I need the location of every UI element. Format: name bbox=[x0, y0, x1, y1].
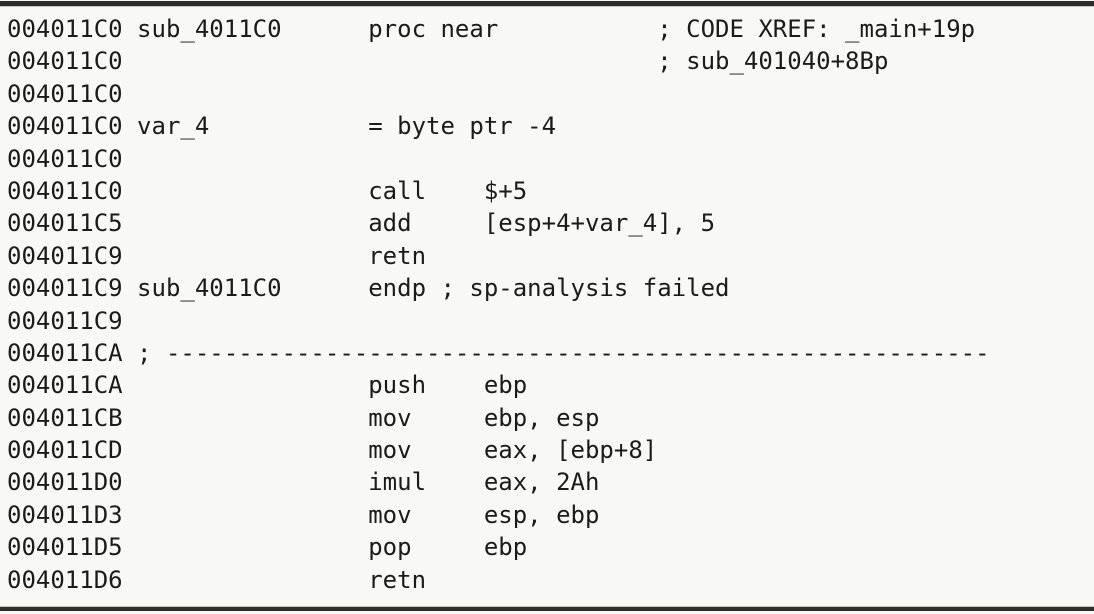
asm-line: 004011C9 bbox=[7, 306, 123, 335]
asm-line: 004011CB mov ebp, esp bbox=[7, 403, 600, 432]
asm-line: 004011C9 sub_4011C0 endp ; sp-analysis f… bbox=[7, 274, 730, 303]
asm-line: 004011CA push ebp bbox=[7, 371, 528, 400]
top-rule bbox=[0, 1, 1094, 6]
asm-line: 004011C9 retn bbox=[7, 241, 427, 270]
asm-line: 004011C0 var_4 = byte ptr -4 bbox=[7, 112, 557, 141]
bottom-rule bbox=[0, 607, 1094, 611]
asm-line: 004011C0 call $+5 bbox=[7, 176, 528, 205]
asm-line: 004011D0 imul eax, 2Ah bbox=[7, 468, 600, 497]
asm-line: 004011C0 bbox=[7, 144, 123, 173]
asm-line: 004011C0 ; sub_401040+8Bp bbox=[7, 47, 889, 76]
asm-line: 004011CA ; -----------------------------… bbox=[7, 338, 990, 367]
asm-line: 004011D6 retn bbox=[7, 565, 427, 594]
asm-line: 004011CD mov eax, [ebp+8] bbox=[7, 436, 658, 465]
asm-line: 004011D3 mov esp, ebp bbox=[7, 500, 600, 529]
asm-line: 004011C0 bbox=[7, 79, 123, 108]
asm-line: 004011C5 add [esp+4+var_4], 5 bbox=[7, 209, 716, 238]
disassembly-listing: 004011C0 sub_4011C0 proc near ; CODE XRE… bbox=[7, 13, 1094, 596]
asm-line: 004011D5 pop ebp bbox=[7, 533, 528, 562]
asm-line: 004011C0 sub_4011C0 proc near ; CODE XRE… bbox=[7, 15, 976, 43]
